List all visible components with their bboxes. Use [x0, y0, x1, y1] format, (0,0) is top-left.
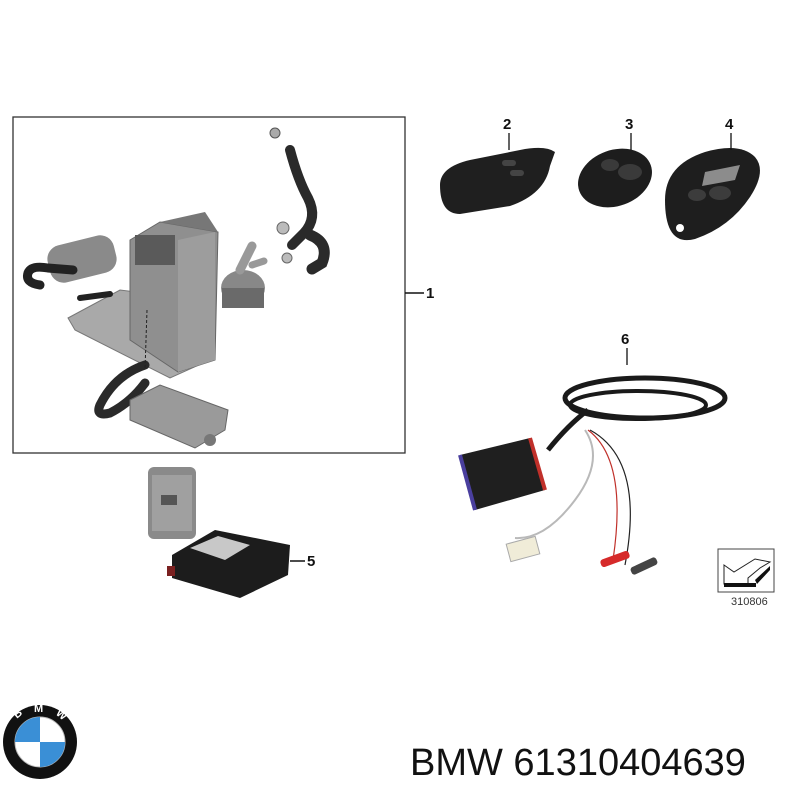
- control-unit-drawing: [148, 467, 305, 598]
- callout-6: 6: [621, 331, 630, 348]
- callout-2: 2: [503, 116, 512, 133]
- kit-frame: [12, 116, 406, 454]
- remote-2-drawing: [440, 133, 555, 214]
- logo-letter-m: M: [34, 703, 44, 715]
- callout-4: 4: [725, 116, 734, 133]
- heater-assembly-drawing: [23, 127, 330, 449]
- callout-5: 5: [307, 553, 316, 570]
- reference-symbol: [717, 548, 775, 593]
- remote-3-drawing: [578, 133, 652, 208]
- callout-3: 3: [625, 116, 634, 133]
- remote-4-drawing: [665, 133, 760, 241]
- callout-1: 1: [426, 285, 435, 302]
- reference-number: 310806: [731, 596, 768, 608]
- bmw-logo: [3, 705, 77, 779]
- part-number-title: BMW 61310404639: [410, 742, 746, 784]
- diagnostic-cable-drawing: [458, 348, 728, 575]
